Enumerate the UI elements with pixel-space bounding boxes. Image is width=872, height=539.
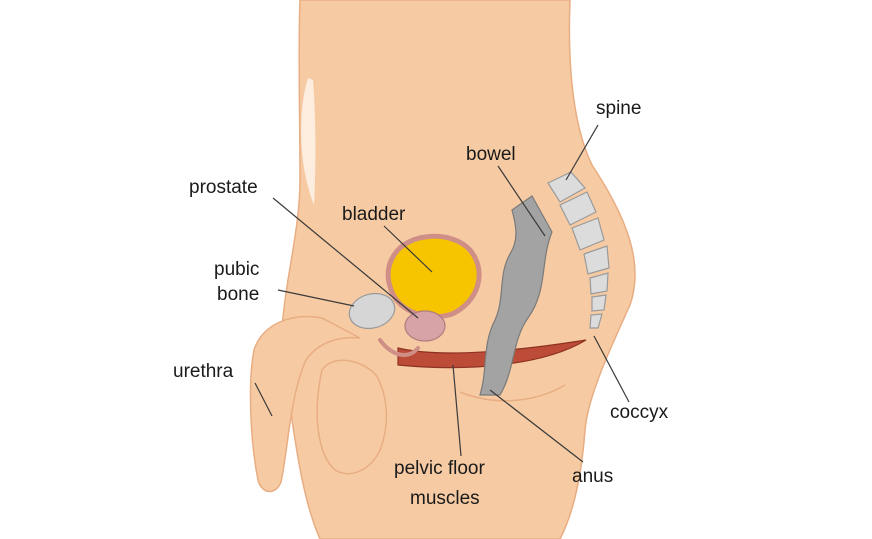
label-urethra: urethra: [173, 361, 234, 382]
pelvic-floor-leader: [452, 364, 462, 457]
leader-lines: [254, 124, 630, 463]
bladder-leader: [383, 225, 433, 273]
scrotum: [316, 359, 388, 475]
pubic-bone: [348, 292, 396, 330]
bowel-leader: [497, 165, 546, 237]
skin-highlight: [301, 78, 316, 205]
label-pubic: pubic: [214, 259, 259, 280]
spine-leader: [565, 124, 599, 181]
anus-leader: [489, 389, 584, 463]
urethra-tube: [378, 338, 420, 357]
label-prostate: prostate: [189, 177, 258, 198]
label-bladder: bladder: [342, 204, 406, 225]
bladder: [385, 233, 482, 320]
label-anus: anus: [572, 466, 613, 487]
label-muscles: muscles: [410, 488, 480, 509]
penis-shaft: [249, 315, 361, 493]
label-coccyx: coccyx: [610, 402, 669, 423]
coccyx-leader: [593, 335, 630, 403]
label-bone: bone: [217, 284, 259, 305]
spine-vertebrae: [547, 171, 610, 329]
label-spine: spine: [596, 98, 641, 119]
bowel-shape: [479, 195, 553, 396]
urethra-leader: [254, 382, 273, 417]
label-pelvic-floor: pelvic floor: [394, 458, 485, 479]
prostate: [404, 310, 446, 342]
label-bowel: bowel: [466, 144, 516, 165]
pubic-bone-leader: [277, 289, 355, 307]
prostate-leader: [272, 197, 419, 319]
buttock-line: [459, 384, 566, 402]
